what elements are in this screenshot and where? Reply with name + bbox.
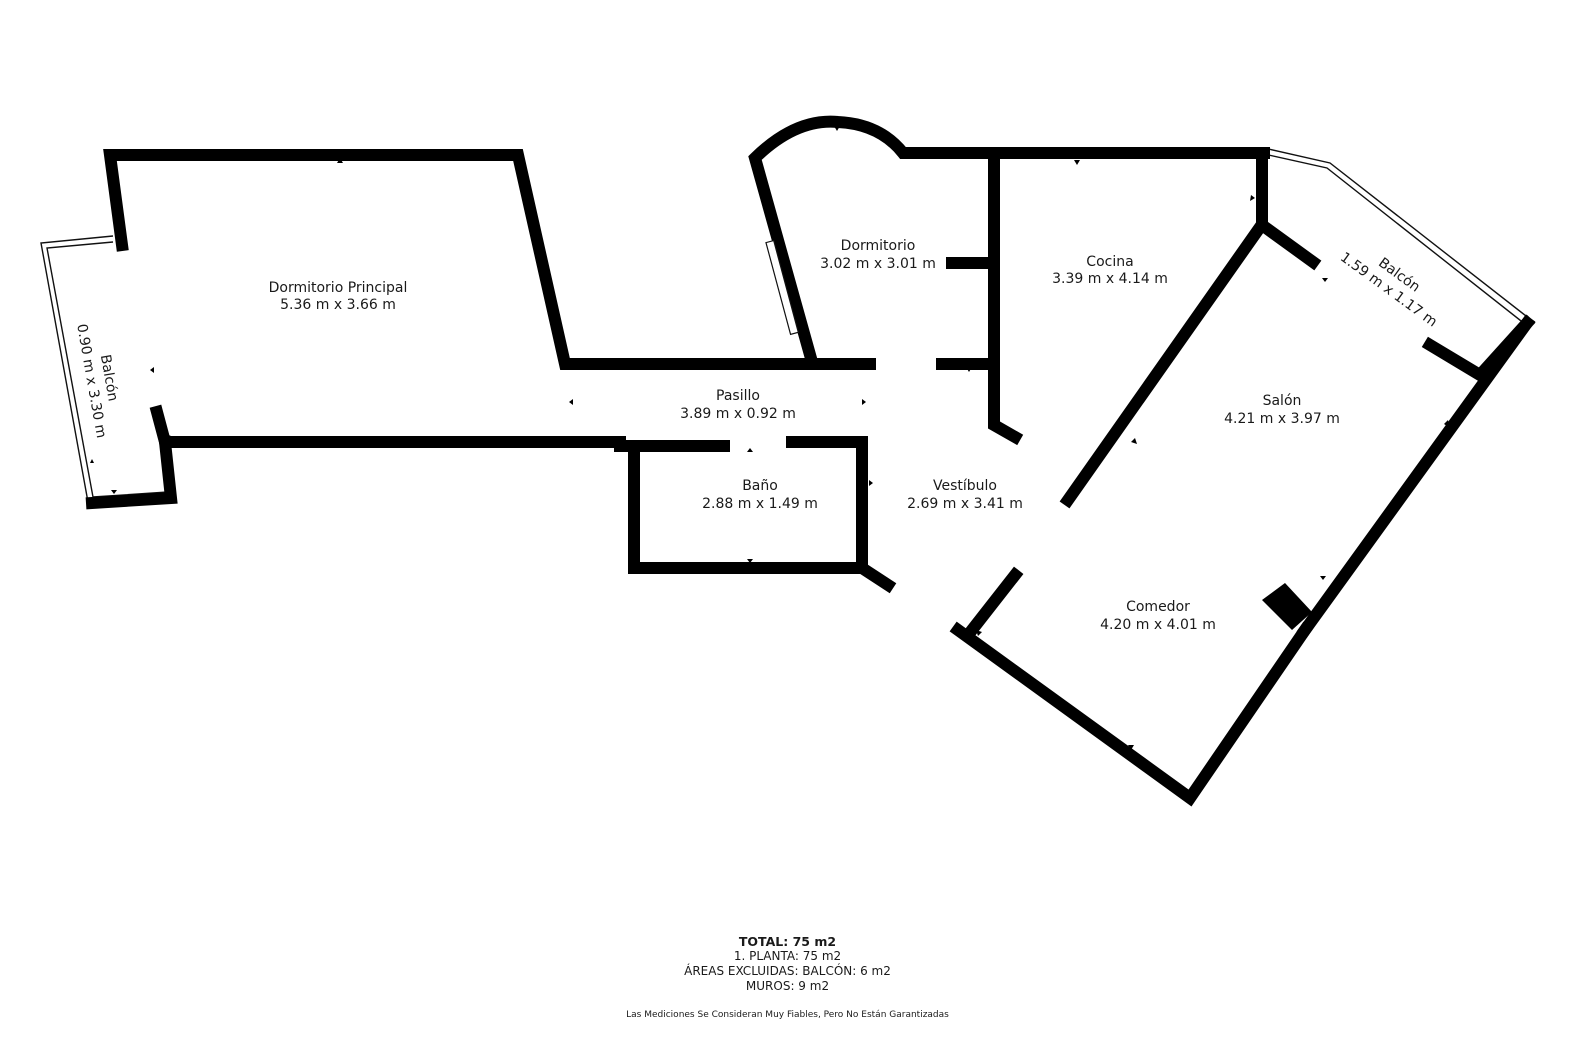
- kitchen-living-walls: [949, 147, 1536, 807]
- room-name-dormitorio: Dormitorio: [841, 238, 916, 254]
- master-bedroom-walls: [85, 149, 818, 510]
- measurement-markers: [90, 126, 1450, 750]
- bedroom-walls: [748, 115, 1270, 446]
- right-balcony-railing: [1263, 147, 1536, 329]
- room-dims-cocina: 3.39 m x 4.14 m: [1052, 271, 1168, 287]
- room-dims-salon: 4.21 m x 3.97 m: [1224, 411, 1340, 427]
- summary-excluded: ÁREAS EXCLUIDAS: BALCÓN: 6 m2: [684, 964, 891, 978]
- summary-total: TOTAL: 75 m2: [738, 934, 837, 949]
- area-summary: TOTAL: 75 m2 1. PLANTA: 75 m2 ÁREAS EXCL…: [0, 934, 1575, 994]
- room-dims-bano: 2.88 m x 1.49 m: [702, 496, 818, 512]
- room-dims-dormitorio-principal: 5.36 m x 3.66 m: [280, 297, 396, 313]
- room-name-bano: Baño: [742, 478, 778, 494]
- summary-planta: 1. PLANTA: 75 m2: [733, 949, 842, 963]
- room-name-dormitorio-principal: Dormitorio Principal: [269, 280, 408, 296]
- room-dims-dormitorio: 3.02 m x 3.01 m: [820, 256, 936, 272]
- summary-muros: MUROS: 9 m2: [745, 979, 830, 993]
- room-name-pasillo: Pasillo: [716, 388, 760, 404]
- disclaimer-text: Las Mediciones Se Consideran Muy Fiables…: [626, 1010, 949, 1020]
- bathroom-walls: [614, 436, 897, 594]
- room-name-vestibulo: Vestíbulo: [933, 478, 997, 494]
- room-name-comedor: Comedor: [1126, 599, 1190, 615]
- room-dims-vestibulo: 2.69 m x 3.41 m: [907, 496, 1023, 512]
- room-dims-comedor: 4.20 m x 4.01 m: [1100, 617, 1216, 633]
- room-name-cocina: Cocina: [1086, 254, 1133, 270]
- room-name-salon: Salón: [1263, 393, 1302, 409]
- room-dims-pasillo: 3.89 m x 0.92 m: [680, 406, 796, 422]
